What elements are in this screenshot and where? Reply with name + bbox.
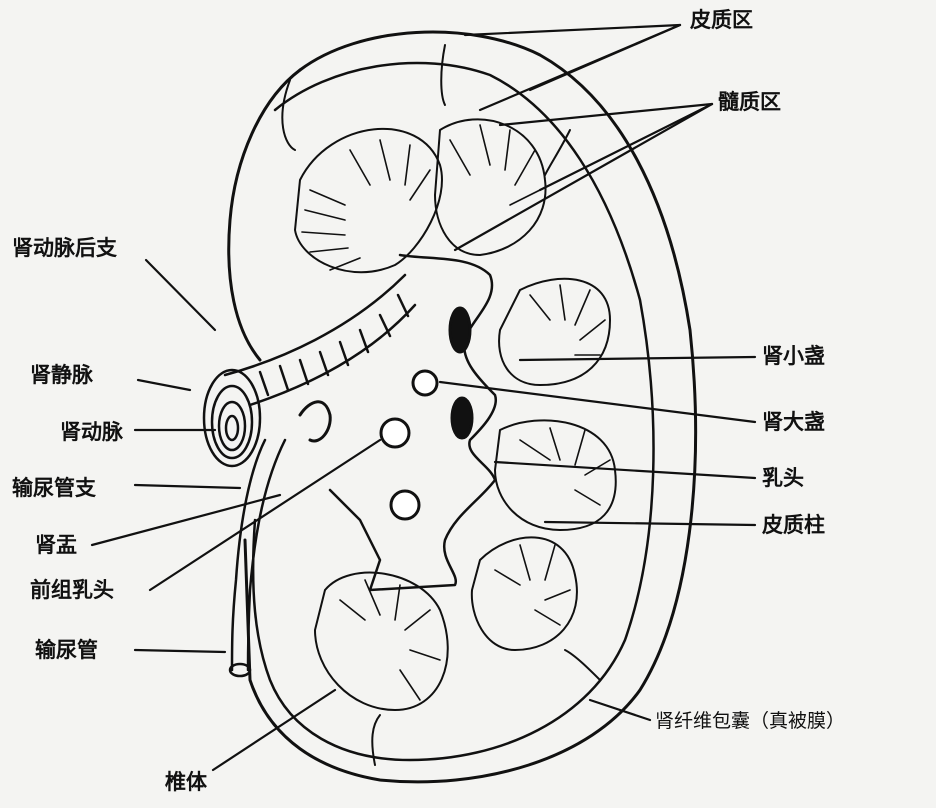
pyramid-right-middle [495,420,616,530]
label-papilla: 乳头 [762,468,804,489]
outer-capsule-left [229,70,300,360]
label-fibrous-capsule: 肾纤维包囊（真被膜） [655,712,845,731]
label-medulla: 髓质区 [718,92,781,113]
calyx-upper [450,308,470,352]
pyramid-right-upper [499,279,610,385]
papilla-2 [381,419,409,447]
label-pyramid: 椎体 [165,772,207,793]
label-renal-artery: 肾动脉 [60,422,123,443]
label-posterior-renal-artery: 肾动脉后支 [12,238,117,259]
label-renal-pelvis: 肾盂 [35,535,77,556]
label-ureter: 输尿管 [35,640,98,661]
label-renal-vein: 肾静脉 [30,365,93,386]
label-minor-calyx: 肾小盏 [762,346,825,367]
renal-artery [300,402,330,441]
calyx-lower [452,398,472,438]
label-major-calyx: 肾大盏 [762,412,825,433]
label-anterior-papilla: 前组乳头 [30,580,114,601]
papilla-1 [413,371,437,395]
vessel-cross-section [204,370,260,466]
pyramid-top-right [435,119,546,255]
label-cortex: 皮质区 [690,10,753,31]
label-ureter-branch: 输尿管支 [12,478,96,499]
label-renal-column: 皮质柱 [762,515,825,536]
papilla-3 [391,491,419,519]
ureter-tube [230,440,285,676]
